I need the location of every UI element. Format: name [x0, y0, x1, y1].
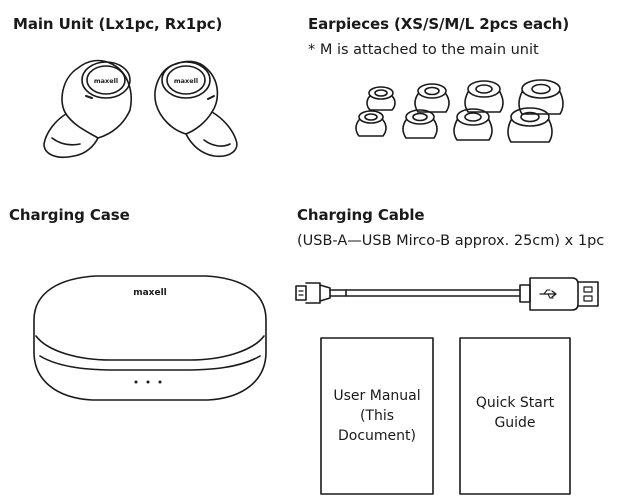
- charging-cable-desc: (USB-A—USB Mirco-B approx. 25cm) x 1pc: [297, 233, 605, 249]
- earpiece-xs-1: [366, 86, 396, 111]
- earpiece-l-2: [507, 107, 553, 143]
- charging-case-title: Charging Case: [9, 206, 130, 224]
- earpieces-title: Earpieces (XS/S/M/L 2pcs each): [308, 15, 570, 33]
- earpiece-m-1: [464, 80, 504, 113]
- charging-case-illustration: [33, 275, 267, 401]
- earpiece-m-2: [453, 108, 493, 141]
- quick-start-sheet: [459, 337, 571, 495]
- earpiece-s-1: [414, 83, 450, 113]
- right-earbud-illustration: [154, 60, 238, 158]
- earpiece-l-1: [518, 79, 564, 115]
- earpiece-xs-2: [355, 110, 387, 137]
- right-earbud-brand: maxell: [174, 77, 198, 85]
- case-brand-logo: maxell: [133, 288, 167, 298]
- left-earbud-illustration: [43, 59, 132, 159]
- case-indicator-leds: [134, 380, 162, 384]
- quick-start-label: Quick Start Guide: [475, 395, 555, 431]
- charging-cable-illustration: [295, 277, 599, 311]
- left-earbud-brand: maxell: [94, 77, 118, 85]
- main-unit-title: Main Unit (Lx1pc, Rx1pc): [13, 15, 223, 33]
- charging-cable-title: Charging Cable: [297, 206, 425, 224]
- earpiece-s-2: [402, 109, 438, 139]
- earpieces-note: * M is attached to the main unit: [308, 42, 539, 58]
- user-manual-label: User Manual (This Document): [333, 388, 421, 444]
- user-manual-sheet: [320, 337, 434, 495]
